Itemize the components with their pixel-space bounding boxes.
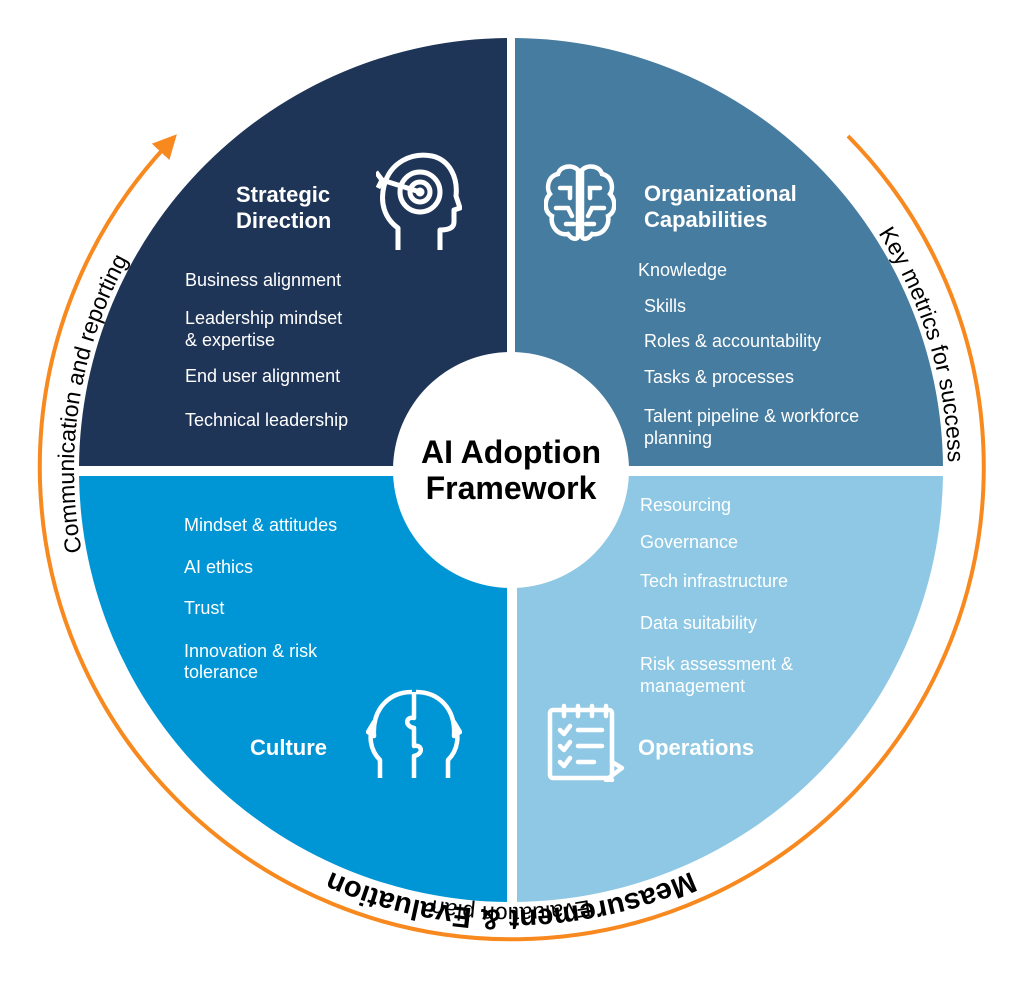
svg-text:Evaluation plan: Evaluation plan	[429, 895, 592, 928]
title-line: Direction	[236, 208, 332, 233]
list-item: tolerance	[184, 662, 259, 682]
list-item: Talent pipeline & workforce	[644, 406, 860, 426]
quadrant-culture	[79, 476, 507, 902]
title-line: Capabilities	[644, 207, 768, 232]
center-title-line2: Framework	[425, 470, 597, 506]
operations-title: Operations	[638, 735, 755, 760]
checklist-notepad-icon	[547, 703, 625, 782]
list-item: Business alignment	[185, 270, 342, 290]
quadrant-organizational-capabilities	[515, 38, 943, 466]
list-item: Governance	[640, 532, 739, 552]
center-circle	[393, 352, 629, 588]
orange-cycle-arrow	[37, 134, 986, 942]
list-item: Data suitability	[640, 613, 758, 633]
ring-label-bottom: Evaluation plan	[429, 895, 592, 928]
list-item: Leadership mindset	[185, 308, 343, 328]
list-item: Mindset & attitudes	[184, 515, 338, 535]
list-item: Trust	[184, 598, 225, 618]
organizational-capabilities-title: Organizational Capabilities	[644, 181, 797, 233]
brain-circuit-icon	[544, 164, 616, 241]
list-item: management	[640, 676, 746, 696]
title-line: Strategic	[236, 182, 331, 207]
head-puzzle-icon	[366, 689, 462, 778]
list-item: Roles & accountability	[644, 331, 822, 351]
head-target-icon	[376, 152, 462, 250]
list-item: planning	[644, 428, 713, 448]
list-item: & expertise	[185, 330, 276, 350]
strategic-direction-title: Strategic Direction	[236, 182, 331, 234]
list-item: AI ethics	[184, 557, 254, 577]
list-item: Knowledge	[638, 260, 728, 280]
title-line: Organizational	[644, 181, 797, 206]
list-item: Technical leadership	[185, 410, 349, 430]
culture-title: Culture	[250, 735, 327, 760]
quadrant-strategic-direction	[79, 38, 507, 466]
list-item: Innovation & risk	[184, 641, 318, 661]
list-item: Risk assessment &	[640, 654, 794, 674]
list-item: Tech infrastructure	[640, 571, 789, 591]
list-item: Skills	[644, 296, 687, 316]
list-item: End user alignment	[185, 366, 341, 386]
list-item: Tasks & processes	[644, 367, 795, 387]
center-title: AI Adoption Framework	[393, 352, 629, 588]
list-item: Resourcing	[640, 495, 732, 515]
quadrant-operations	[517, 476, 943, 902]
center-title-line1: AI Adoption	[420, 434, 602, 470]
